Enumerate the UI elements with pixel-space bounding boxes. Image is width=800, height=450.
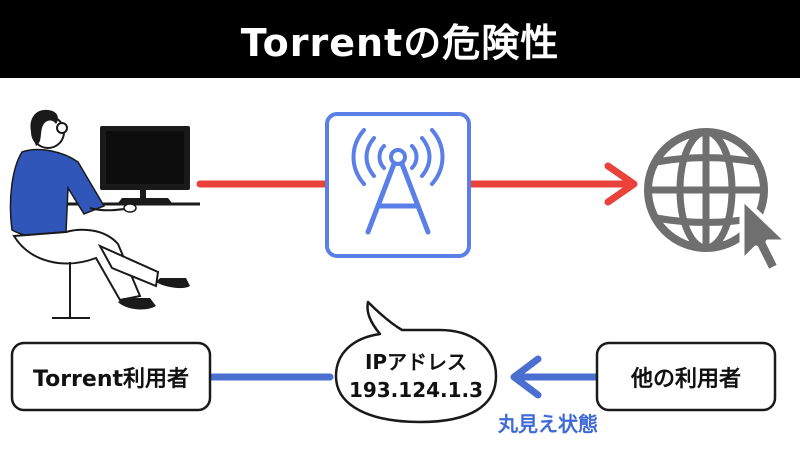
ip-speech-bubble [334, 300, 498, 424]
globe-cursor-icon [644, 128, 791, 275]
bottom-arrow-left [510, 355, 600, 399]
antenna-tower-icon [325, 112, 471, 258]
other-user-node-label: 他の利用者 [630, 366, 741, 392]
top-arrow-right [466, 162, 638, 206]
user-node-label: Torrent利用者 [33, 366, 189, 392]
exposed-caption: 丸見え状態 [498, 412, 598, 436]
ip-address-label: IPアドレス [364, 349, 468, 374]
page-title: Torrentの危険性 [0, 0, 800, 78]
person-at-computer-icon [9, 109, 200, 319]
user-node-box [10, 341, 212, 412]
other-user-node-box [595, 341, 777, 412]
ip-address-value: 193.124.1.3 [348, 378, 484, 402]
